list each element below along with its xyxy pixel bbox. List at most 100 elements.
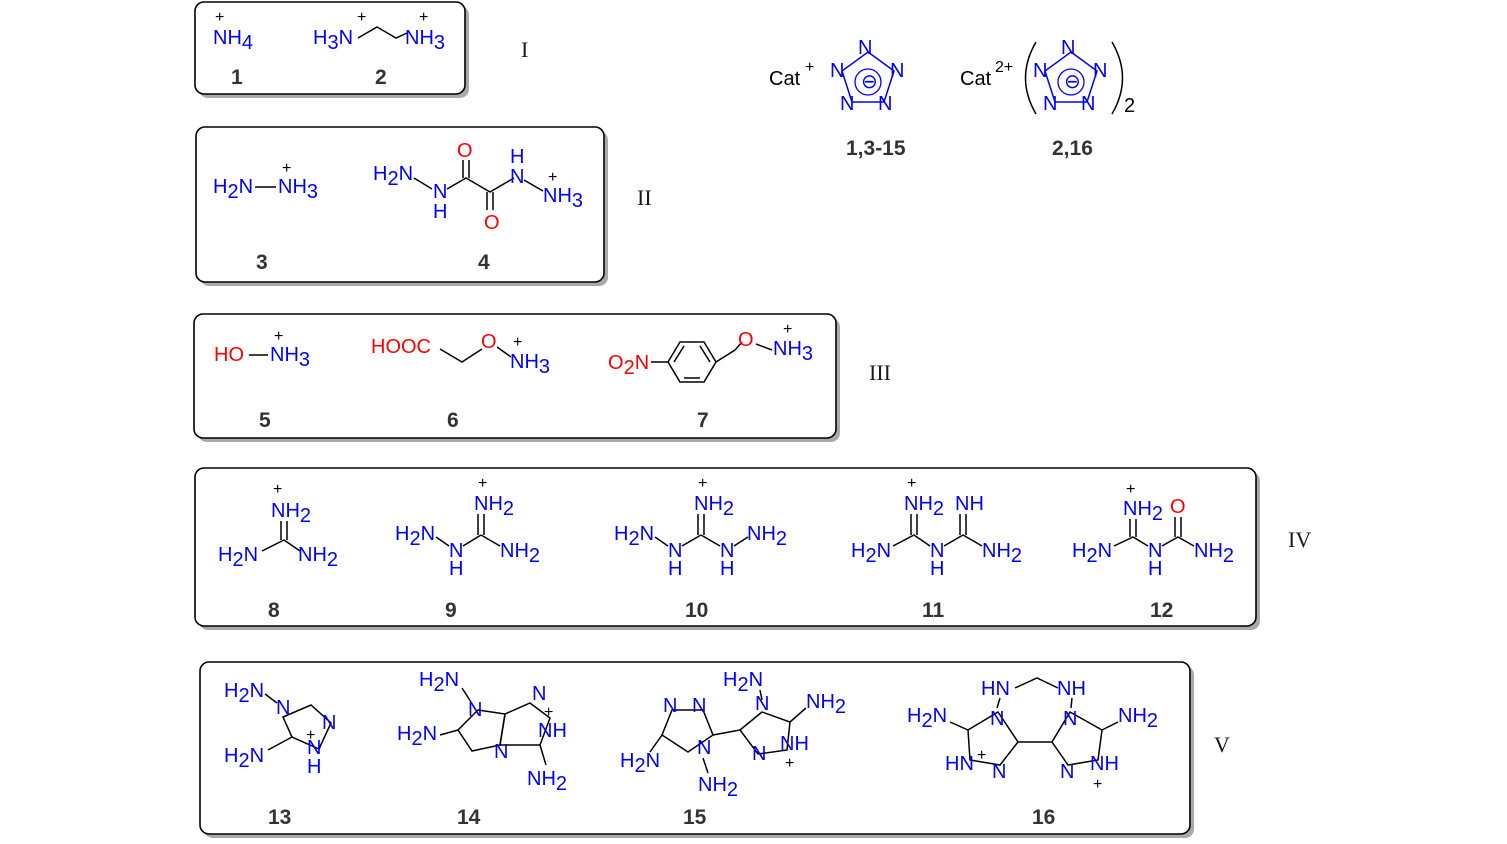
compound-number: 15 (683, 806, 707, 829)
group-box (194, 467, 1257, 627)
charge-plus: + (698, 475, 707, 492)
compound-number: 7 (697, 409, 709, 432)
group-box (193, 313, 837, 439)
compound-number: 2 (375, 66, 387, 89)
atom-label: HN (945, 753, 974, 775)
compound-number: 6 (447, 409, 459, 432)
charge-plus: + (977, 747, 986, 764)
cat-label: Cat (769, 68, 801, 90)
group-iii: HO NH3 + 5 HOOC O NH3 + 6 O2N O NH3 + 7 (193, 313, 840, 442)
bond-line (413, 177, 433, 190)
bond-line (462, 534, 482, 547)
bond-line (661, 709, 714, 753)
compound-number: 13 (268, 806, 291, 829)
atom-label: H (720, 558, 734, 580)
atom-label: H (930, 558, 944, 580)
atom-label: N (720, 540, 734, 562)
charge-plus: + (1126, 481, 1135, 498)
bond-line (681, 534, 702, 547)
group-box (195, 126, 605, 283)
bond-line (699, 345, 711, 363)
atom-label: N (990, 708, 1004, 730)
aromatic-circle (1057, 68, 1085, 96)
tetrazolate-anion-panel: Cat + N N N N N ⊖ 1,3-15 Cat 2+ N N N N … (769, 37, 1135, 160)
bond-line (461, 687, 472, 703)
bond-line (733, 536, 749, 547)
compound-number: 3 (256, 251, 268, 274)
bond-line (539, 744, 547, 766)
minus-sign: ⊖ (861, 71, 878, 93)
atom-label: N (307, 737, 321, 759)
charge-plus: + (548, 169, 557, 186)
charge-plus: + (357, 9, 366, 26)
charge-plus: + (419, 9, 428, 26)
group-roman-label: I (521, 37, 528, 62)
charge-plus: + (907, 475, 916, 492)
atom-label: O (484, 212, 500, 234)
group-i: + NH4 1 H3N + NH3 + 2 (194, 1, 469, 98)
compound-number: 8 (268, 599, 280, 622)
tetrazolate-ring: N N N N N ⊖ (830, 37, 904, 115)
bond-line (943, 534, 983, 547)
atom-label: O (481, 331, 497, 353)
paren-right (1111, 41, 1124, 115)
bond-line (702, 757, 709, 774)
bond-line (1014, 677, 1059, 689)
bond-line (715, 341, 743, 363)
bond-line (841, 51, 895, 103)
atom-label: NH (1090, 753, 1119, 775)
compound-number: 4 (478, 251, 490, 274)
bond-line (759, 689, 763, 701)
bond-line (439, 348, 483, 363)
bond-line (267, 736, 293, 751)
atom-label: N (1063, 708, 1077, 730)
group-v: H2N N N N H + H2N 13 H2N N H2N N NH + N … (199, 661, 1194, 838)
bond-line (446, 177, 515, 193)
atom-label: N (1043, 93, 1057, 115)
compound-number: 1 (231, 66, 243, 89)
bond-line (480, 534, 501, 547)
atom-label: N (1148, 540, 1162, 562)
minus-sign: ⊖ (1064, 71, 1081, 93)
atom-label: H (307, 756, 321, 778)
bond-line (789, 707, 807, 723)
atom-label: N (858, 37, 872, 59)
charge-plus: + (513, 334, 522, 351)
atom-label: N (692, 695, 706, 717)
atom-label: N (449, 540, 463, 562)
atom-label: N (663, 695, 677, 717)
group-ii: H2N NH3 + 3 H2N N H O O H N NH3 + 4 (195, 126, 608, 286)
bond-line (457, 709, 506, 752)
atom-label: N (1081, 93, 1095, 115)
bond-line (499, 702, 551, 746)
atom-label: NH (538, 720, 567, 742)
group-box (194, 1, 466, 95)
atom-label: N (755, 693, 769, 715)
atom-label: O (738, 329, 754, 351)
atom-label: N (1093, 60, 1107, 82)
atom-label: NH (780, 733, 809, 755)
bond-line (264, 693, 278, 704)
atom-label: N (830, 60, 844, 82)
compound-number: 11 (922, 599, 945, 622)
tetrazolate-ring: N N N N N ⊖ (1033, 37, 1107, 115)
charge-plus: + (1093, 776, 1102, 793)
charge-plus: + (478, 475, 487, 492)
compound-number: 5 (259, 409, 271, 432)
atom-label: N (322, 712, 336, 734)
atom-label: O (457, 140, 473, 162)
bond-line (1113, 536, 1149, 547)
atom-label: N (890, 60, 904, 82)
atom-label: H (433, 201, 447, 223)
compound-number: 12 (1150, 599, 1173, 622)
bond-line (261, 539, 301, 552)
group-roman-label: II (637, 185, 652, 210)
group-roman-label: V (1214, 732, 1230, 757)
atom-label: H (449, 558, 463, 580)
bond-line (435, 536, 450, 547)
bond-line (1101, 721, 1119, 731)
atom-label: N (992, 761, 1006, 783)
bond-line (996, 697, 1001, 709)
atom-label: NH (1057, 678, 1086, 700)
bond-line (1051, 710, 1103, 766)
